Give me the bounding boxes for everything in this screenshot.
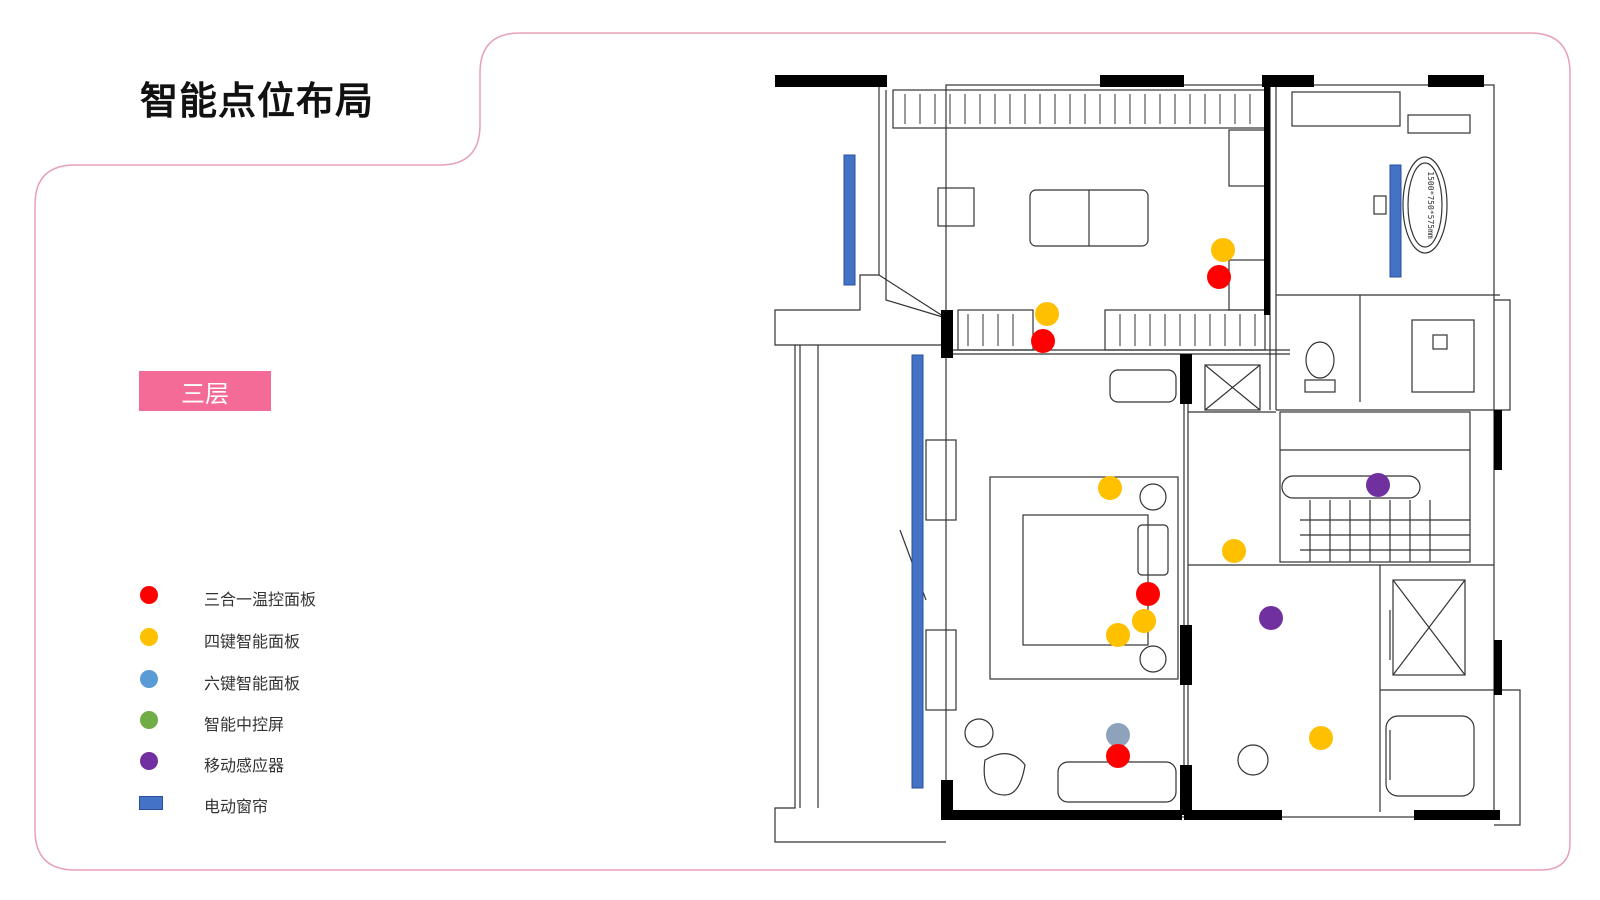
floor-tag: 三层 xyxy=(139,371,271,411)
motion-sensor-marker xyxy=(1259,606,1283,630)
legend-label: 四键智能面板 xyxy=(204,632,301,651)
curtain-bedroom xyxy=(911,354,924,789)
curtain-bathroom xyxy=(1389,164,1402,278)
four-key-panel-marker xyxy=(1106,623,1130,647)
temp-panel-marker xyxy=(1031,329,1055,353)
six-key-panel-marker xyxy=(1106,723,1130,747)
red-dot-icon xyxy=(140,586,158,604)
curtains xyxy=(843,154,1402,789)
four-key-panel-marker xyxy=(1211,238,1235,262)
legend-label: 三合一温控面板 xyxy=(204,590,317,609)
yellow-dot-icon xyxy=(140,628,158,646)
legend-item-six-key-panel: 六键智能面板 xyxy=(138,664,398,694)
floor-label: 三层 xyxy=(181,379,229,408)
motion-sensor-marker xyxy=(1366,473,1390,497)
legend-item-curtain: 电动窗帘 xyxy=(138,787,398,817)
temp-panel-marker xyxy=(1106,744,1130,768)
temp-panel-marker xyxy=(1136,582,1160,606)
page-title: 智能点位布局 xyxy=(140,79,375,123)
four-key-panel-marker xyxy=(1098,476,1122,500)
plan-lines xyxy=(774,75,1521,843)
curtain-rect-icon xyxy=(139,796,163,810)
plan-walls xyxy=(775,75,1502,820)
bathtub-dimension-text: 1500*750*575mm xyxy=(1426,171,1435,239)
four-key-panel-marker xyxy=(1035,302,1059,326)
device-markers xyxy=(1031,238,1390,768)
four-key-panel-marker xyxy=(1309,726,1333,750)
four-key-panel-marker xyxy=(1132,609,1156,633)
railing-hatch xyxy=(904,94,1256,346)
legend-label: 智能中控屏 xyxy=(204,715,285,734)
curtain-balcony-top xyxy=(843,154,856,286)
legend-label: 六键智能面板 xyxy=(204,674,301,693)
legend-item-temp-panel: 三合一温控面板 xyxy=(138,580,398,610)
purple-dot-icon xyxy=(140,752,158,770)
legend-label: 电动窗帘 xyxy=(204,797,269,816)
four-key-panel-marker xyxy=(1222,539,1246,563)
legend-item-four-key-panel: 四键智能面板 xyxy=(138,622,398,652)
green-dot-icon xyxy=(140,711,158,729)
temp-panel-marker xyxy=(1207,265,1231,289)
legend-label: 移动感应器 xyxy=(204,756,285,775)
legend-item-motion-sensor: 移动感应器 xyxy=(138,746,398,776)
legend-item-control-screen: 智能中控屏 xyxy=(138,705,398,735)
blue-dot-icon xyxy=(140,670,158,688)
